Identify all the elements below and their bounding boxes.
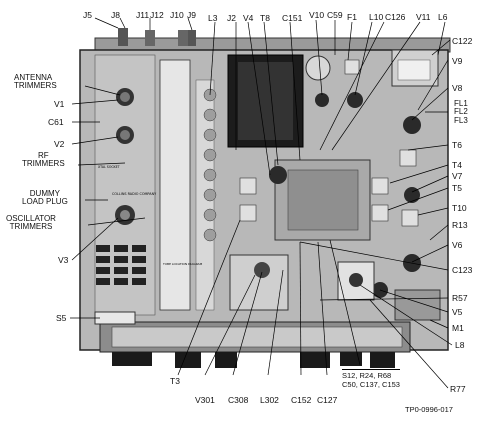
label-v301: V301 <box>195 395 215 405</box>
label-t6: T6 <box>452 140 462 150</box>
figure-id: TP0-0996-017 <box>405 405 453 414</box>
label-r77: R77 <box>450 384 466 394</box>
label-c127: C127 <box>317 395 338 405</box>
collins-plate-text: COLLINS RADIO COMPANY <box>112 192 157 196</box>
label-v9: V9 <box>452 56 463 66</box>
label-j5: J5 <box>83 10 92 20</box>
label-l3: L3 <box>208 13 218 23</box>
label-group-line2: C50, C137, C153 <box>342 379 400 389</box>
label-dummy-line1: DUMMY <box>29 189 60 198</box>
label-m1: M1 <box>452 323 464 333</box>
label-fl3: FL3 <box>454 115 468 125</box>
label-v3: V3 <box>58 255 69 265</box>
label-v1: V1 <box>54 99 65 109</box>
label-rf-line1: RF <box>38 151 49 160</box>
label-group-line1: S12, R24, R68 <box>342 371 392 380</box>
label-c126: C126 <box>385 12 406 22</box>
xtal-socket-text: XTAL SOCKET <box>98 165 120 169</box>
label-v10: V10 <box>309 10 325 20</box>
label-v4: V4 <box>243 13 254 23</box>
label-l10: L10 <box>369 12 384 22</box>
label-t5: T5 <box>452 183 462 193</box>
label-dummy-line2: LOAD PLUG <box>22 197 68 207</box>
label-c123: C123 <box>452 265 473 275</box>
label-r57: R57 <box>452 293 468 303</box>
label-c61: C61 <box>48 117 64 127</box>
label-r13: R13 <box>452 220 468 230</box>
label-t4: T4 <box>452 160 462 170</box>
label-dummy-load-plug: DUMMY LOAD PLUG <box>22 189 68 207</box>
label-c151: C151 <box>282 13 303 23</box>
label-j8: J8 <box>111 10 120 20</box>
label-l6: L6 <box>438 12 448 22</box>
label-antenna-line1: ANTENNA <box>14 73 53 82</box>
label-v7: V7 <box>452 171 463 181</box>
label-fl2: FL2 <box>454 107 468 117</box>
label-s5: S5 <box>56 313 67 323</box>
label-t10: T10 <box>452 203 467 213</box>
label-f1: F1 <box>347 12 357 22</box>
label-t3: T3 <box>170 376 180 386</box>
label-v6: V6 <box>452 240 463 250</box>
tube-diagram-text: TUBE LOCATION DIAGRAM <box>162 262 203 266</box>
label-v11: V11 <box>416 12 431 22</box>
label-l8: L8 <box>455 340 465 350</box>
label-antenna-trimmers: ANTENNA TRIMMERS <box>14 73 57 91</box>
label-l302: L302 <box>260 395 279 405</box>
label-oscillator-trimmers: OSCILLATOR TRIMMERS <box>6 214 56 232</box>
label-osc-line1: OSCILLATOR <box>6 214 56 223</box>
label-c308: C308 <box>228 395 249 405</box>
label-c122: C122 <box>452 36 473 46</box>
label-antenna-line2: TRIMMERS <box>14 81 57 91</box>
label-fl1: FL1 <box>454 99 468 108</box>
label-osc-line2: TRIMMERS <box>9 222 53 232</box>
label-t8: T8 <box>260 13 270 23</box>
label-fl-group: FL1 FL2 FL3 <box>454 99 468 125</box>
label-j12: J12 <box>150 10 164 20</box>
label-c152: C152 <box>291 395 312 405</box>
label-j11: J11 <box>136 10 150 20</box>
label-c59: C59 <box>327 10 343 20</box>
label-rf-line2: TRIMMERS <box>22 159 65 169</box>
label-v8: V8 <box>452 83 463 93</box>
label-v2: V2 <box>54 139 65 149</box>
label-v5: V5 <box>452 307 463 317</box>
label-bottom-group: S12, R24, R68 C50, C137, C153 <box>342 369 400 389</box>
label-rf-trimmers: RF TRIMMERS <box>22 151 65 169</box>
label-j9: J9 <box>187 10 196 20</box>
label-j2: J2 <box>227 13 236 23</box>
label-j10: J10 <box>170 10 184 20</box>
